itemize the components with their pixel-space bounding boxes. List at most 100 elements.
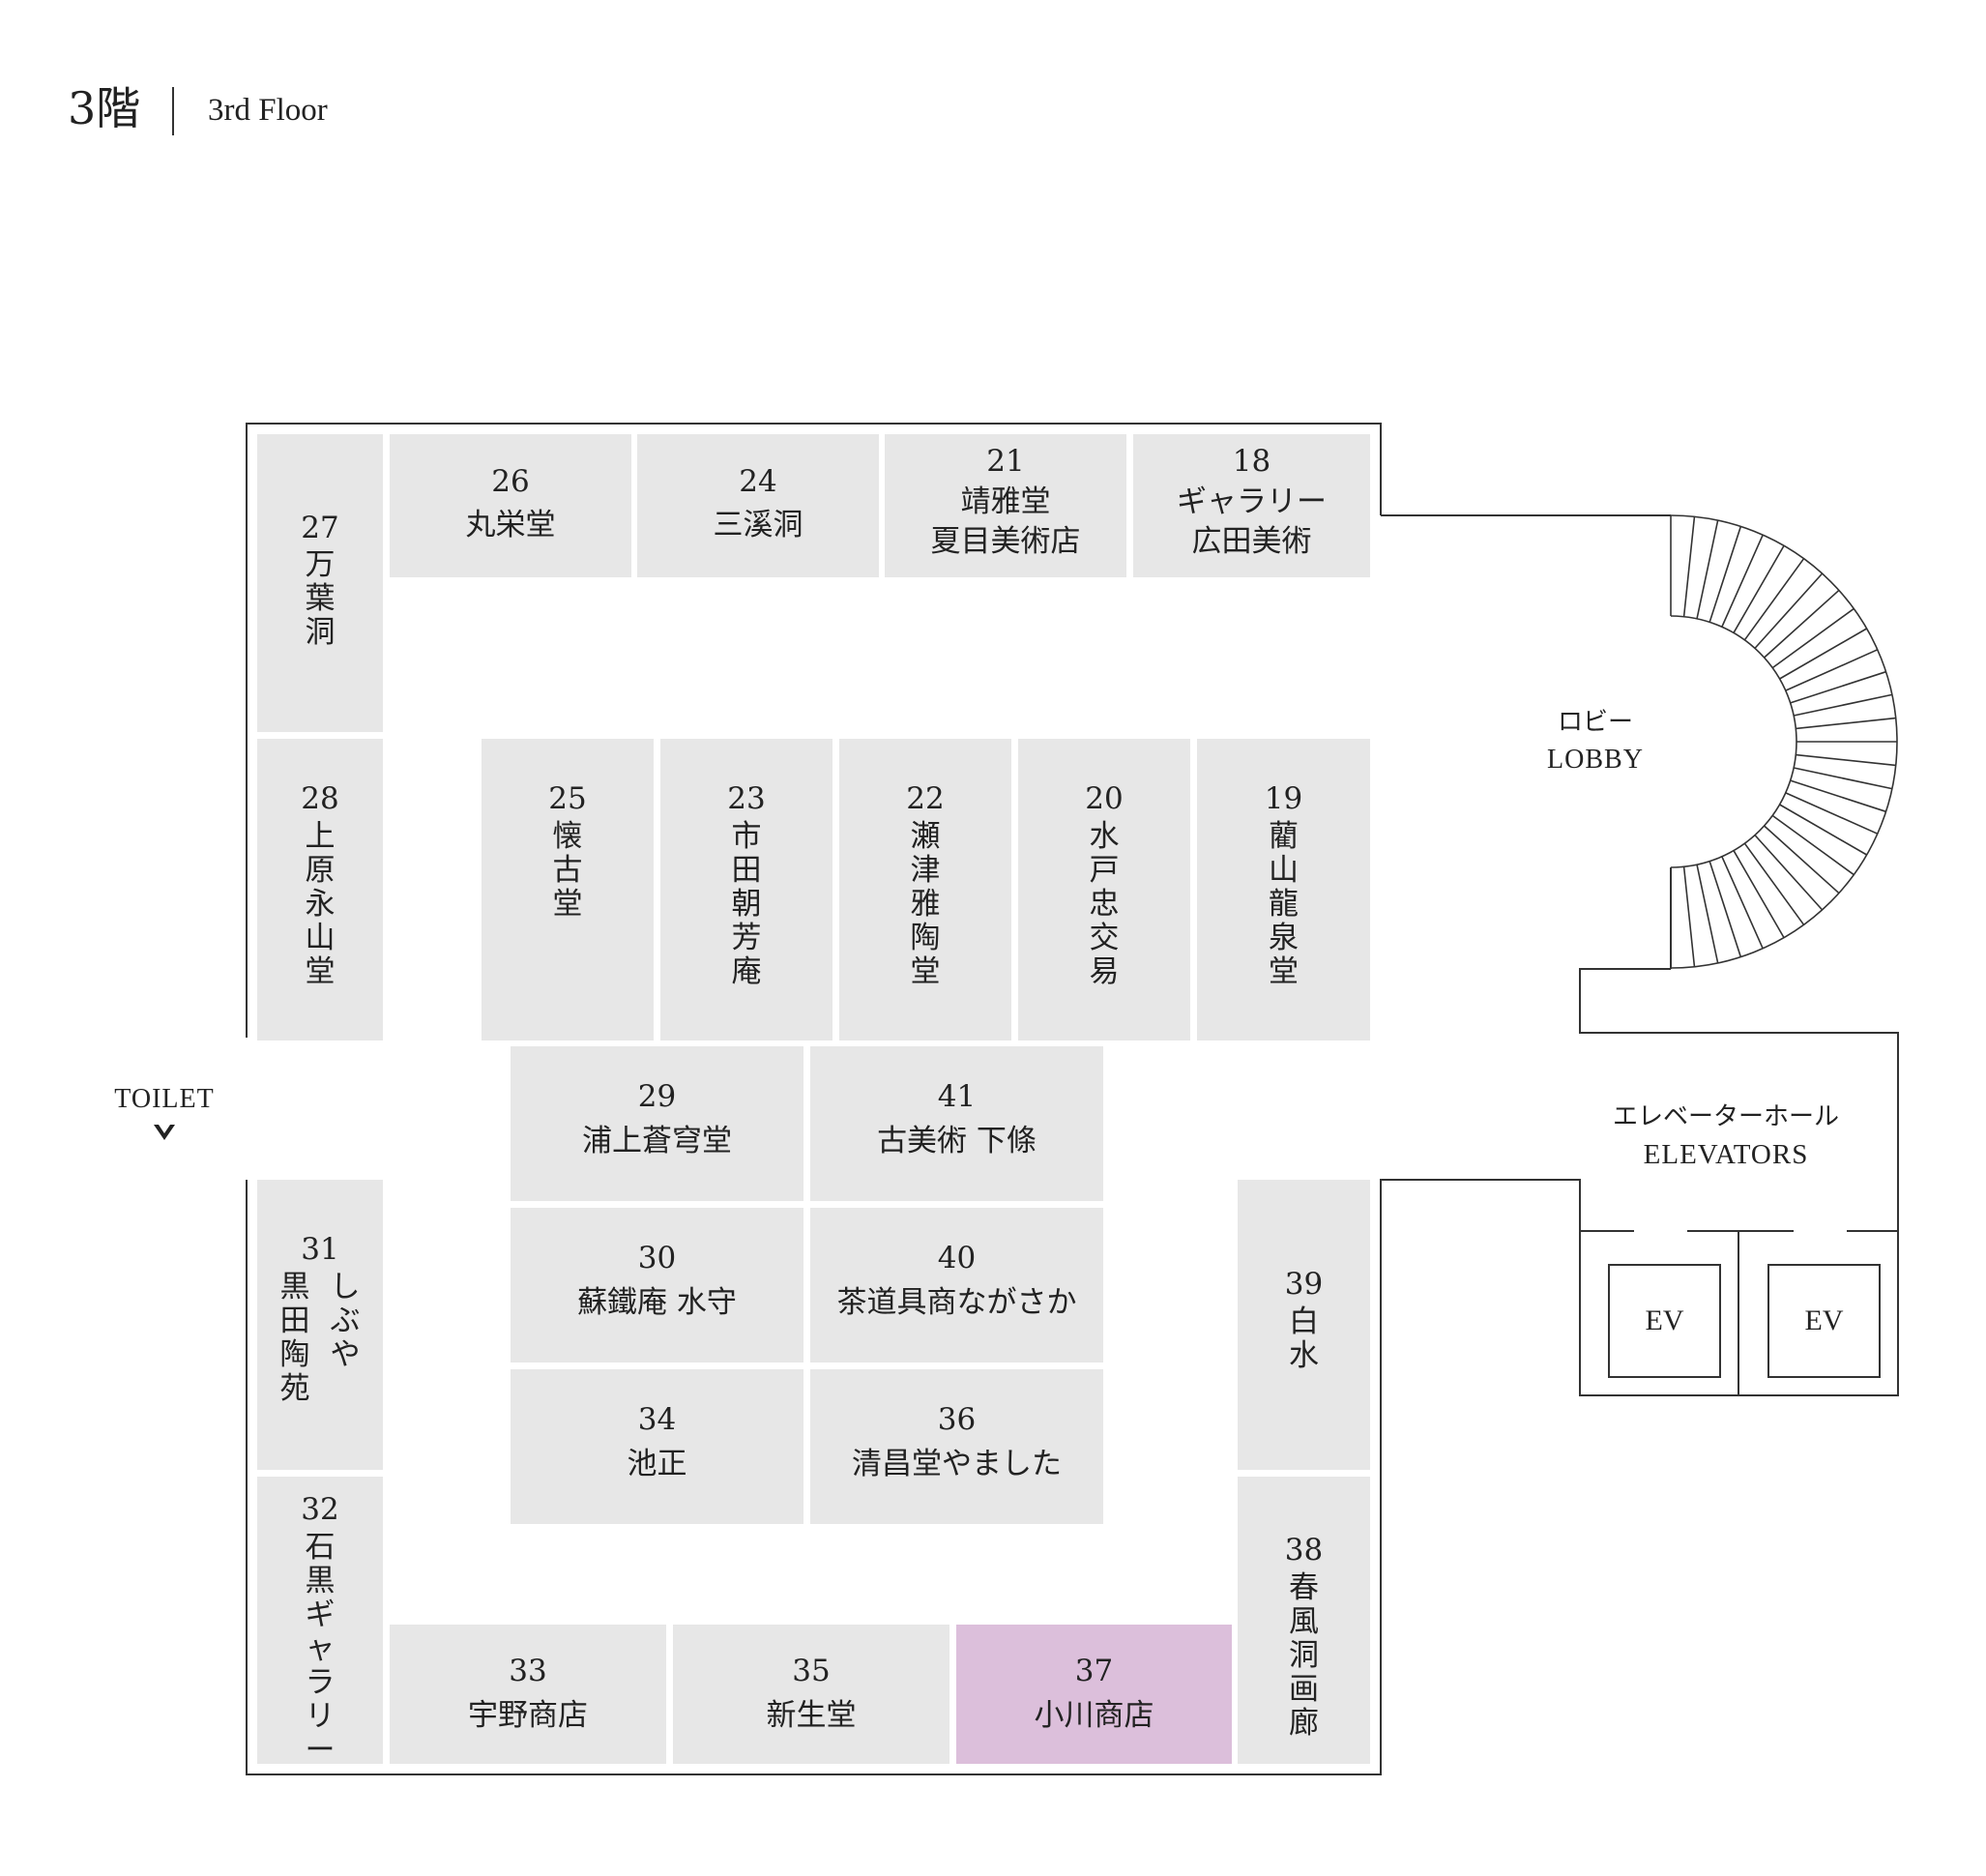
stair-step <box>1785 649 1879 691</box>
booth-number: 33 <box>509 1654 547 1688</box>
booth-number: 24 <box>739 464 777 499</box>
booth-21[interactable]: 21 靖雅堂 夏目美術店 <box>885 434 1126 577</box>
stair-step <box>1785 792 1879 835</box>
arrow-down-icon <box>154 1125 175 1140</box>
booth-33[interactable]: 33 宇野商店 <box>390 1625 666 1764</box>
stair-step <box>1733 544 1785 633</box>
booth-name: 蘇鐵庵 水守 <box>577 1285 737 1320</box>
elevator-2[interactable]: EV <box>1767 1264 1881 1378</box>
stair-step <box>1764 825 1840 894</box>
booth-name: 市田朝芳庵 <box>731 819 762 989</box>
lobby-label-jp: ロビー <box>1557 708 1633 736</box>
booth-number: 20 <box>1085 781 1124 816</box>
booth-37-highlighted[interactable]: 37 小川商店 <box>956 1625 1232 1764</box>
booth-28[interactable]: 28 上原永山堂 <box>257 739 383 1041</box>
booth-number: 23 <box>727 781 766 816</box>
booth-32[interactable]: 32 石黒ギャラリー <box>257 1477 383 1768</box>
booth-35[interactable]: 35 新生堂 <box>673 1625 949 1764</box>
booth-name-line2: 夏目美術店 <box>930 524 1081 559</box>
booth-number: 38 <box>1284 1533 1324 1568</box>
stair-step <box>1721 856 1764 950</box>
booth-31[interactable]: 31 しぶや 黒田陶苑 <box>257 1180 383 1470</box>
stair-step <box>1682 866 1696 967</box>
booth-number: 35 <box>792 1654 831 1688</box>
booth-name: 宇野商店 <box>468 1698 588 1733</box>
booth-number: 27 <box>301 511 339 545</box>
booth-number: 37 <box>1074 1654 1114 1688</box>
booth-41[interactable]: 41 古美術 下條 <box>810 1046 1103 1201</box>
toilet-text: TOILET <box>114 1084 215 1114</box>
stair-step <box>1779 804 1868 856</box>
stair-step <box>1709 526 1742 623</box>
elevator-1[interactable]: EV <box>1608 1264 1721 1378</box>
booth-name: 水戸忠交易 <box>1089 819 1120 989</box>
booth-name: 懐古堂 <box>552 819 583 922</box>
booth-name: 茶道具商ながさか <box>836 1285 1077 1320</box>
booth-19[interactable]: 19 藺山龍泉堂 <box>1197 739 1370 1041</box>
booth-36[interactable]: 36 清昌堂やました <box>810 1369 1103 1524</box>
booth-number: 29 <box>637 1079 677 1114</box>
elevator-hall-label-en: ELEVATORS <box>1643 1139 1809 1170</box>
booth-name-col1: しぶや <box>330 1270 361 1372</box>
stair-step <box>1764 589 1840 659</box>
floor-title-en: 3rd Floor <box>208 93 328 128</box>
stair-step <box>1696 519 1719 620</box>
stair-step <box>1754 572 1824 649</box>
booth-27[interactable]: 27 万葉洞 <box>257 434 383 732</box>
booth-name: 瀬津雅陶堂 <box>910 819 941 989</box>
booth-39[interactable]: 39 白水 <box>1238 1180 1370 1470</box>
booth-30[interactable]: 30 蘇鐵庵 水守 <box>511 1208 803 1363</box>
booth-number: 19 <box>1264 781 1303 816</box>
booth-18[interactable]: 18 ギャラリー 広田美術 <box>1133 434 1370 577</box>
stair-step <box>1793 767 1893 790</box>
booth-29[interactable]: 29 浦上蒼穹堂 <box>511 1046 803 1201</box>
booth-number: 36 <box>937 1402 977 1437</box>
booth-name: 清昌堂やました <box>852 1447 1062 1481</box>
stair-step <box>1733 850 1785 939</box>
booth-24[interactable]: 24 三溪洞 <box>637 434 879 577</box>
booth-40[interactable]: 40 茶道具商ながさか <box>810 1208 1103 1363</box>
booth-number: 21 <box>986 444 1025 479</box>
stair-step <box>1796 717 1896 730</box>
booth-number: 39 <box>1284 1267 1324 1302</box>
booth-number: 32 <box>301 1492 339 1527</box>
stair-step <box>1743 842 1805 925</box>
booth-name: 万葉洞 <box>305 547 336 650</box>
spiral-staircase <box>1579 514 1898 1033</box>
booth-26[interactable]: 26 丸栄堂 <box>390 434 631 577</box>
elevator-1-label: EV <box>1645 1304 1684 1336</box>
stair-step <box>1771 607 1855 669</box>
stair-step <box>1790 779 1886 813</box>
booth-name: 石黒ギャラリー <box>305 1530 336 1768</box>
booth-name: 池正 <box>627 1447 687 1481</box>
elevator-hall-label-jp: エレベーターホール <box>1612 1102 1839 1130</box>
booth-23[interactable]: 23 市田朝芳庵 <box>660 739 832 1041</box>
booth-name-line2: 広田美術 <box>1191 524 1312 559</box>
booth-name: 春風洞画廊 <box>1289 1570 1319 1741</box>
booth-name: 三溪洞 <box>713 508 803 542</box>
elevator-hall-label: エレベーターホール ELEVATORS <box>1566 1099 1885 1174</box>
stair-step <box>1743 558 1805 641</box>
booth-34[interactable]: 34 池正 <box>511 1369 803 1524</box>
booth-number: 30 <box>637 1241 677 1275</box>
stair-step <box>1696 864 1719 964</box>
booth-name: 丸栄堂 <box>465 508 556 542</box>
header-divider <box>172 87 174 135</box>
elevator-2-label: EV <box>1804 1304 1844 1336</box>
stair-step <box>1790 670 1886 704</box>
stair-step <box>1793 693 1893 717</box>
booth-22[interactable]: 22 瀬津雅陶堂 <box>839 739 1011 1041</box>
stairs-inner-arc <box>1670 615 1797 868</box>
booth-number: 41 <box>937 1079 977 1114</box>
booth-38[interactable]: 38 春風洞画廊 <box>1238 1477 1370 1764</box>
booth-name-line1: ギャラリー <box>1177 484 1327 519</box>
lobby-label: ロビー LOBBY <box>1518 704 1673 779</box>
lobby-label-en: LOBBY <box>1547 745 1644 775</box>
booth-name-line1: 靖雅堂 <box>960 484 1051 519</box>
booth-number: 28 <box>301 781 339 816</box>
booth-number: 31 <box>301 1232 339 1267</box>
booth-25[interactable]: 25 懐古堂 <box>482 739 654 1041</box>
booth-number: 22 <box>906 781 945 816</box>
booth-20[interactable]: 20 水戸忠交易 <box>1018 739 1190 1041</box>
